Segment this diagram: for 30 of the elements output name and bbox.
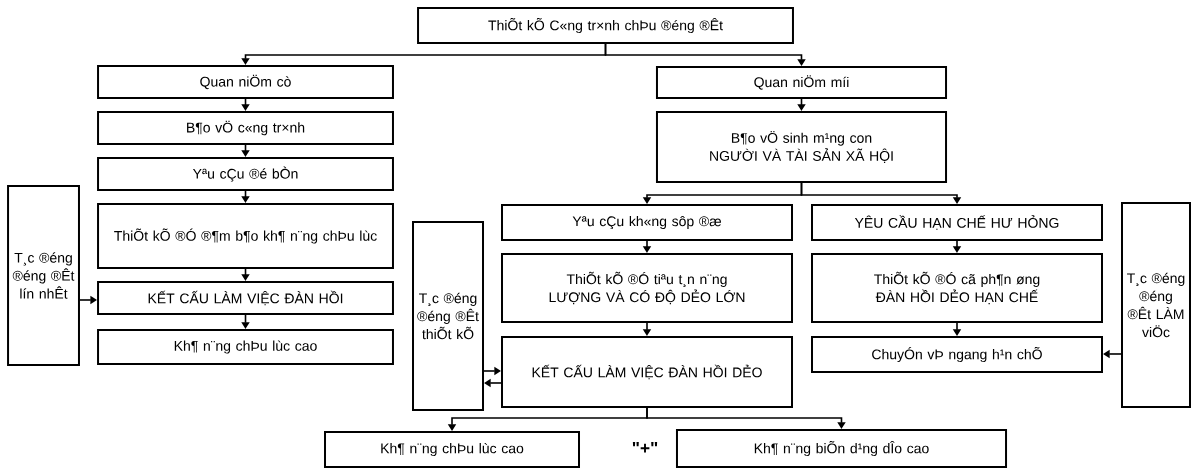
process-box: B¶o vÖ sinh m¹ng con NGƯỜI VÀ TÀI SẢN XÃ HỘI (655, 111, 948, 183)
arrow (241, 268, 250, 281)
process-box: Kh¶ n¨ng chÞu lùc cao (97, 329, 394, 365)
arrow (241, 190, 250, 203)
process-box: KẾT CẤU LÀM VIỆC ĐÀN HỒI DẺO (501, 336, 793, 408)
process-box: Quan niÖm cò (97, 65, 394, 99)
process-box: ThiÕt kÕ ®Ó cã ph¶n øng ĐÀN HỒI DẺO HẠN CHẾ (811, 253, 1103, 323)
process-box: Kh¶ n¨ng biÕn d¹ng dÎo cao (675, 428, 1008, 469)
arrow (797, 98, 806, 111)
plus-sign: "+" (632, 442, 658, 453)
arrow (241, 314, 250, 329)
process-box: YÊU CẦU HẠN CHẾ HƯ HỎNG (811, 204, 1103, 241)
process-box: KẾT CẤU LÀM VIỆC ĐÀN HỒI (97, 281, 394, 315)
arrow (646, 407, 846, 429)
arrow (241, 144, 250, 157)
process-box: T¸c ®éng ®éng ®Êt lín nhÊt (7, 185, 80, 366)
process-box: Yªu cÇu kh«ng sôp ®æ (501, 204, 793, 241)
process-box: ChuyÓn vÞ ngang h¹n chÕ (811, 336, 1103, 373)
process-box: Kh¶ n¨ng chÞu lùc cao (324, 431, 580, 468)
process-box: ThiÕt kÕ C«ng tr×nh chÞu ®éng ®Êt (417, 7, 794, 44)
process-box: ThiÕt kÕ ®Ó tiªu t¸n n¨ng LƯỢNG VÀ CÓ ĐỘ DẺO LỚN (501, 253, 793, 323)
process-box: T¸c ®éng ®éng ®Êt thiÕt kÕ (412, 221, 484, 411)
process-box: Quan niÖm míi (655, 66, 948, 99)
process-box: Yªu cÇu ®é bÒn (97, 157, 394, 191)
process-box: T¸c ®éng ®éng ®Êt LÀM viÖc (1121, 202, 1191, 408)
process-box: B¶o vÖ c«ng tr×nh (97, 111, 394, 145)
arrow (604, 43, 806, 66)
process-box: ThiÕt kÕ ®Ó ®¶m b¶o kh¶ n¨ng chÞu lùc (97, 203, 394, 269)
arrow (241, 98, 250, 111)
arrow (800, 182, 962, 204)
